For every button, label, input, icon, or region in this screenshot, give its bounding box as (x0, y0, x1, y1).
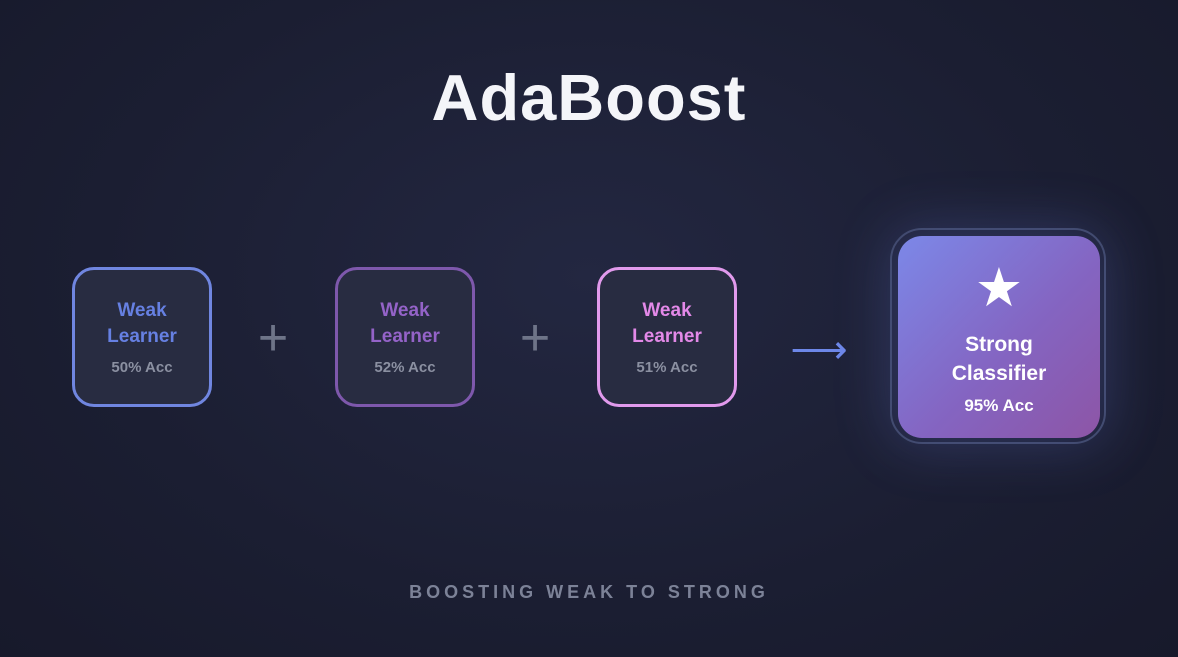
weak-learner-2-label: Weak Learner (370, 298, 440, 350)
weak-learner-3-label-line2: Learner (632, 326, 702, 347)
weak-learner-1-accuracy: 50% Acc (111, 359, 173, 376)
right-arrow-icon: ⟶ (790, 328, 848, 372)
weak-learner-2-box: Weak Learner 52% Acc (335, 267, 475, 407)
weak-learner-2-label-line2: Learner (370, 326, 440, 347)
strong-classifier-accuracy: 95% Acc (964, 396, 1034, 415)
plus-icon: + (257, 309, 289, 367)
weak-learner-2-label-line1: Weak (380, 300, 430, 321)
strong-classifier-label-line1: Strong (965, 333, 1033, 356)
weak-learner-3-label: Weak Learner (632, 298, 702, 350)
strong-classifier-ring (890, 228, 1106, 444)
weak-learner-1-box: Weak Learner 50% Acc (72, 267, 212, 407)
weak-learner-1-label-line2: Learner (107, 326, 177, 347)
plus-icon: + (519, 309, 551, 367)
weak-learner-1-label-line1: Weak (117, 300, 167, 321)
weak-learner-3-accuracy: 51% Acc (636, 359, 698, 376)
strong-classifier-label: Strong Classifier (952, 330, 1047, 388)
weak-learner-3-box: Weak Learner 51% Acc (597, 267, 737, 407)
page-title: AdaBoost (431, 61, 747, 134)
strong-classifier-label-line2: Classifier (951, 362, 1047, 385)
weak-learner-2-accuracy: 52% Acc (374, 359, 436, 376)
star-icon: ★ (974, 258, 1024, 318)
weak-learner-1-label: Weak Learner (107, 298, 177, 350)
caption: BOOSTING WEAK TO STRONG (409, 582, 769, 602)
weak-learner-3-label-line1: Weak (642, 300, 692, 321)
strong-classifier-box: ★ Strong Classifier 95% Acc (898, 236, 1100, 438)
